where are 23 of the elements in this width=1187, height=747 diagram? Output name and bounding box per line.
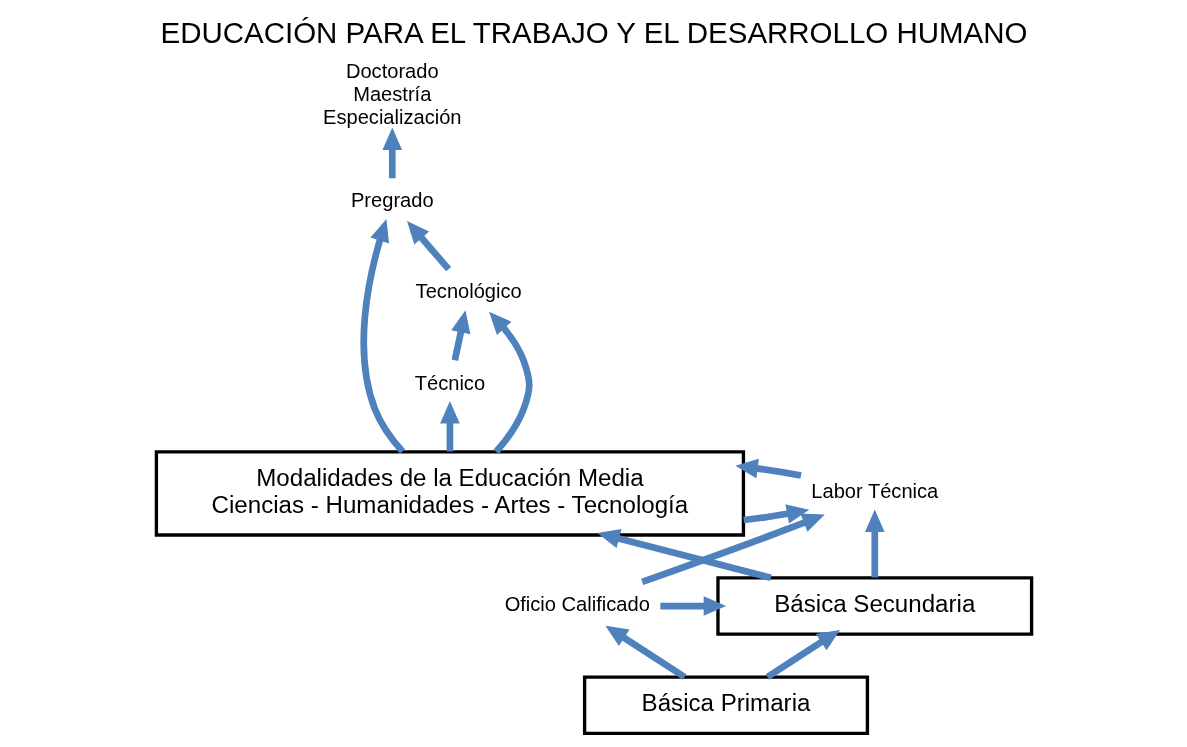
node-box: Modalidades de la Educación Media Ciencias - Humanidades - Artes - Tecnología (154, 450, 745, 537)
node-text: Tecnológico (415, 280, 522, 303)
arrow (734, 458, 802, 479)
arrow (742, 504, 809, 524)
arrow (604, 625, 686, 680)
node-text: Doctorado Maestría Especialización (322, 59, 462, 128)
arrow (359, 219, 405, 454)
arrow (406, 221, 451, 272)
arrow (765, 629, 840, 680)
node-text: Técnico (414, 371, 485, 394)
arrow (640, 513, 825, 586)
node-box: Básica Primaria (582, 675, 869, 736)
arrow (864, 509, 885, 578)
node-text: Oficio Calificado (504, 592, 650, 615)
arrow (439, 401, 460, 452)
arrow (450, 310, 470, 361)
diagram-title: EDUCACIÓN PARA EL TRABAJO Y EL DESARROLLO HUMANO (160, 15, 1027, 49)
arrow (381, 127, 402, 179)
node-text: Labor Técnica (810, 480, 938, 503)
node-text: Pregrado (350, 189, 434, 212)
arrow (659, 596, 726, 616)
arrow (488, 311, 533, 454)
node-box: Básica Secundaria (715, 576, 1033, 636)
